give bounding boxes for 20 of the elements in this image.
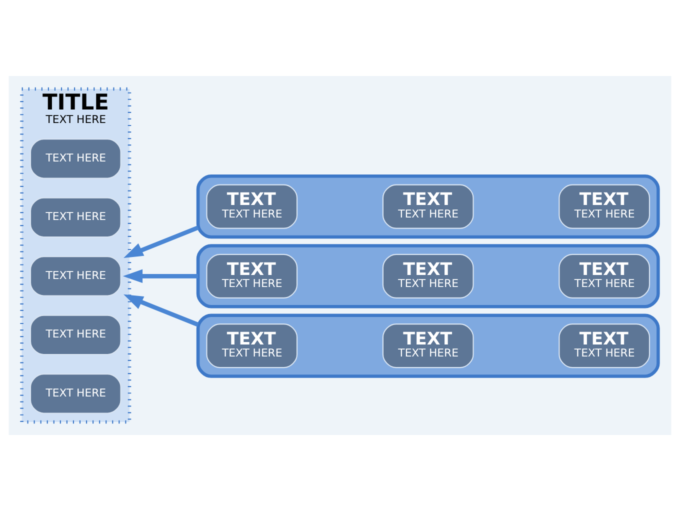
cluster [196,174,660,238]
node-box: TEXT TEXT HERE [558,323,650,368]
arrow [122,268,198,283]
node-box: TEXT HERE [30,138,122,178]
node-box: TEXT TEXT HERE [558,253,650,298]
node-box: TEXT TEXT HERE [382,253,474,298]
arrow [124,294,199,326]
node-box: TEXT TEXT HERE [206,253,298,298]
node-box: TEXT HERE [30,256,122,296]
node-box: TEXT TEXT HERE [206,323,298,368]
node-box: TEXT HERE [30,196,122,238]
node-box: TEXT TEXT HERE [382,184,474,228]
node-box: TEXT HERE [30,314,122,355]
node-box: TEXT TEXT HERE [382,323,474,368]
arrow [124,225,199,258]
node-box: TEXT TEXT HERE [206,184,298,228]
node-box: TEXT TEXT HERE [558,184,650,228]
cluster [196,244,660,308]
cluster [196,313,660,378]
node-box: TEXT HERE [30,373,122,414]
